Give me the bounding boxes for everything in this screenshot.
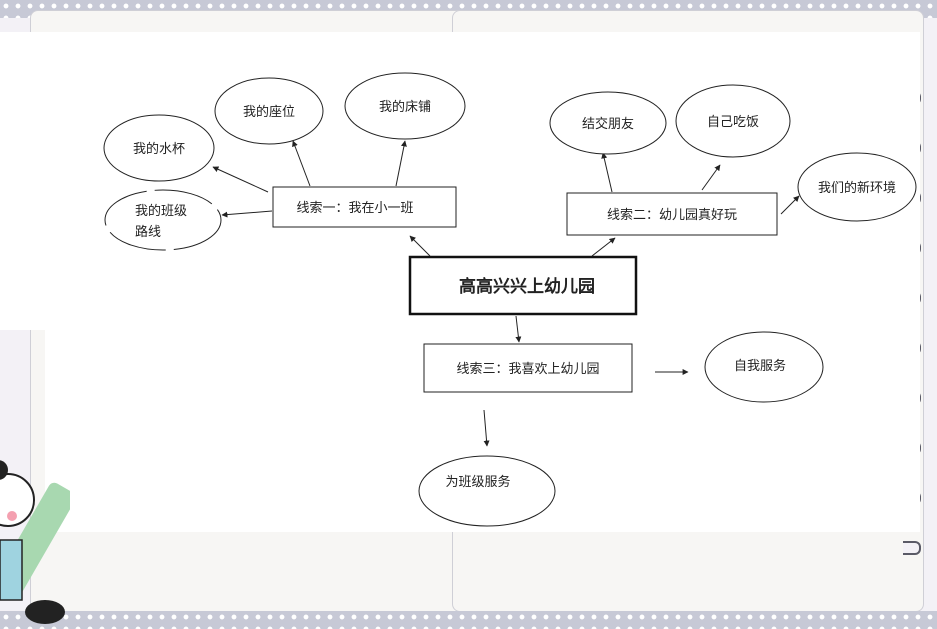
edge-clue2-environment	[780, 195, 800, 215]
edge-clue2-friends	[601, 152, 613, 193]
node-class-route: 我的班级 路线	[104, 189, 222, 251]
binding-ring	[903, 541, 921, 555]
node-bed: 我的床铺	[344, 72, 466, 140]
clue3-node: 线索三：我喜欢上幼儿园	[423, 343, 633, 393]
dotted-border-bottom	[0, 611, 937, 629]
node-class-route-line1: 我的班级	[135, 203, 187, 219]
node-class-service: 为班级服务	[418, 455, 556, 527]
node-eat-by-self: 自己吃饭	[675, 84, 791, 158]
edge-clue3-class-service	[483, 409, 490, 447]
clue2-node: 线索二：幼儿园真好玩	[566, 192, 778, 236]
edge-clue1-water-cup	[212, 166, 269, 193]
node-make-friends: 结交朋友	[549, 91, 667, 155]
node-water-cup: 我的水杯	[103, 114, 215, 182]
center-node: 高高兴兴上幼儿园	[408, 255, 638, 316]
canvas-left-panel	[0, 32, 45, 330]
clue1-label: 线索一：我在小一班	[296, 201, 413, 216]
node-seat: 我的座位	[214, 77, 324, 145]
center-label: 高高兴兴上幼儿园	[459, 276, 595, 297]
edge-center-clue1	[409, 235, 431, 257]
node-self-service-label: 自我服务	[734, 358, 786, 374]
node-seat-label: 我的座位	[243, 104, 295, 120]
node-water-cup-label: 我的水杯	[133, 141, 185, 157]
clue2-label: 线索二：幼儿园真好玩	[607, 208, 737, 223]
panda-illustration	[0, 460, 70, 624]
node-new-environment-label: 我们的新环境	[818, 180, 896, 196]
clue3-label: 线索三：我喜欢上幼儿园	[456, 362, 599, 377]
edge-center-clue2	[591, 237, 616, 257]
edge-clue2-eating	[701, 164, 721, 191]
edge-clue1-bed	[395, 140, 407, 187]
node-eat-by-self-label: 自己吃饭	[707, 114, 759, 130]
node-bed-label: 我的床铺	[379, 99, 431, 115]
node-new-environment: 我们的新环境	[797, 152, 917, 222]
clue1-node: 线索一：我在小一班	[272, 186, 457, 228]
edge-clue1-seat	[292, 140, 311, 187]
node-make-friends-label: 结交朋友	[582, 116, 634, 132]
node-self-service: 自我服务	[704, 331, 824, 403]
edge-clue1-route	[221, 210, 273, 218]
node-class-route-line2: 路线	[135, 224, 161, 240]
edge-center-clue3	[515, 315, 522, 343]
node-class-service-label: 为班级服务	[445, 474, 510, 490]
